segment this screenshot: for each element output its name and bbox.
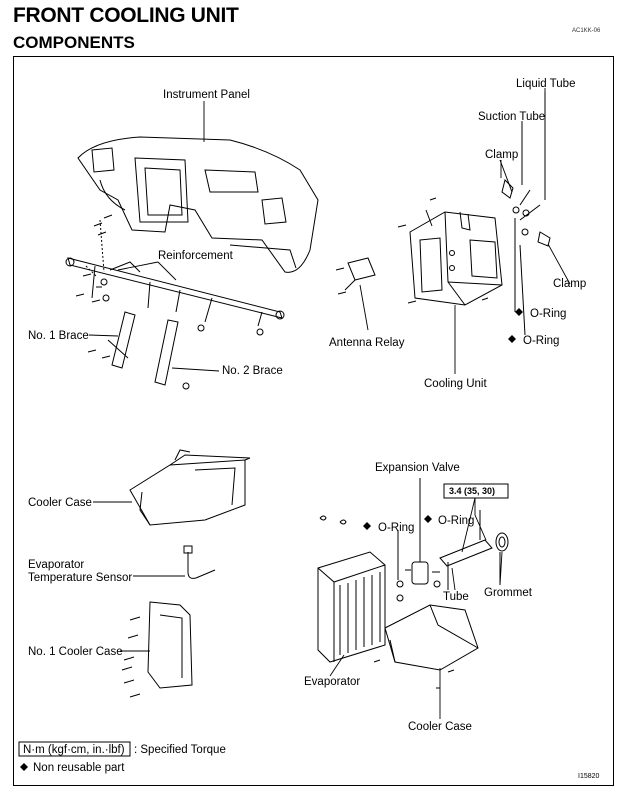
label-clamp-top: Clamp — [485, 149, 518, 161]
label-o-ring-1: O-Ring — [530, 308, 566, 320]
legend-non-reusable: Non reusable part — [33, 762, 125, 774]
black-diamond-icon — [424, 515, 432, 523]
instrument-panel-drawing — [77, 136, 319, 273]
label-cooler-case-lower: Cooler Case — [408, 721, 472, 733]
label-evaporator: Evaporator — [304, 676, 360, 688]
legend-torque-box — [18, 741, 131, 757]
legend-torque-desc: : Specified Torque — [134, 744, 226, 756]
bolts-left — [75, 214, 264, 390]
cooling-unit-drawing — [397, 197, 503, 306]
figure-code: I15820 — [578, 773, 600, 780]
black-diamond-icon — [20, 763, 28, 771]
label-instrument-panel: Instrument Panel — [163, 89, 250, 101]
evap-temp-sensor-drawing — [183, 545, 216, 579]
label-evaporator-line2: Temperature Sensor — [28, 572, 132, 584]
label-no2-brace: No. 2 Brace — [222, 365, 283, 377]
legend-torque-unit: N·m (kgf·cm, in.·lbf) — [23, 744, 125, 756]
black-diamond-icon — [508, 335, 516, 343]
cooler-case-upper-drawing — [129, 449, 251, 526]
label-o-ring-2: O-Ring — [523, 335, 559, 347]
label-no1-cooler-case: No. 1 Cooler Case — [28, 646, 123, 658]
black-diamond-icon — [515, 308, 523, 316]
diagram-frame — [13, 56, 614, 786]
label-reinforcement: Reinforcement — [158, 250, 234, 262]
label-tube: Tube — [443, 591, 469, 603]
label-expansion-valve: Expansion Valve — [375, 462, 460, 474]
label-liquid-tube: Liquid Tube — [516, 78, 575, 90]
label-o-ring-4: O-Ring — [438, 515, 474, 527]
page-subtitle: COMPONENTS — [13, 33, 135, 52]
no1-brace-drawing — [107, 311, 136, 369]
leader-lines — [88, 88, 571, 719]
expansion-valve-drawing — [396, 478, 441, 602]
label-suction-tube: Suction Tube — [478, 111, 545, 123]
label-cooler-case-upper: Cooler Case — [28, 497, 92, 509]
no1-cooler-case-drawing — [121, 601, 193, 698]
cooler-case-lower-drawing — [373, 604, 479, 689]
page-title: FRONT COOLING UNIT — [13, 4, 239, 27]
label-no1-brace: No. 1 Brace — [28, 330, 89, 342]
clips — [319, 515, 347, 525]
label-cooling-unit: Cooling Unit — [424, 378, 487, 390]
tubes-clamps-drawing — [499, 92, 551, 336]
label-antenna-relay: Antenna Relay — [329, 337, 405, 349]
reference-code: AC1KK-06 — [572, 28, 601, 34]
antenna-relay-drawing — [335, 257, 376, 295]
no2-brace-drawing — [154, 319, 179, 386]
torque-value: 3.4 (35, 30) — [449, 486, 495, 496]
label-clamp-right: Clamp — [553, 278, 586, 290]
torque-box — [443, 483, 509, 499]
label-grommet: Grommet — [484, 587, 533, 599]
label-evaporator-line1: Evaporator — [28, 559, 84, 571]
reinforcement-drawing — [65, 257, 285, 327]
label-o-ring-3: O-Ring — [378, 522, 414, 534]
evaporator-drawing — [317, 551, 386, 663]
black-diamond-icon — [363, 522, 371, 530]
